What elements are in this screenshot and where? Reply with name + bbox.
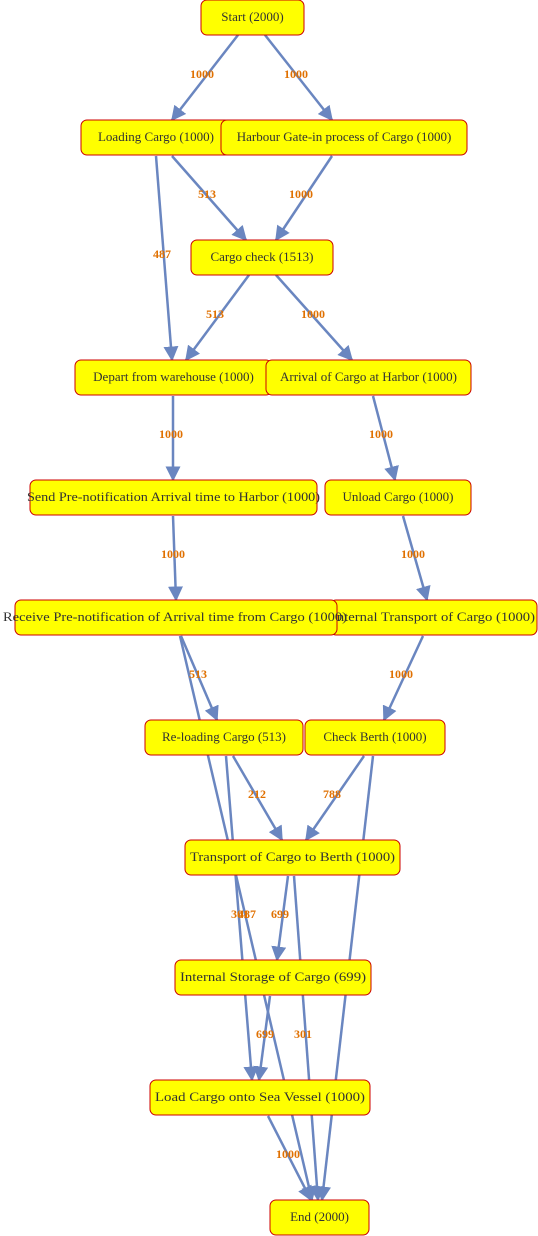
edge-label-storage-load: 699 bbox=[256, 1027, 274, 1041]
node-unload-cargo: Unload Cargo (1000) bbox=[324, 479, 472, 516]
edge-internal-berth bbox=[382, 635, 425, 722]
edge-reloading-transport bbox=[231, 755, 284, 842]
edge-transport-storage bbox=[271, 875, 290, 962]
node-load-vessel: Load Cargo onto Sea Vessel (1000) bbox=[149, 1079, 371, 1116]
node-send-prenotification: Send Pre-notification Arrival time to Ha… bbox=[27, 479, 320, 516]
node-loading-cargo: Loading Cargo (1000) bbox=[80, 119, 232, 156]
node-depart-warehouse: Depart from warehouse (1000) bbox=[74, 359, 273, 396]
edge-transport-end bbox=[292, 875, 325, 1202]
edge-label-berth-transport: 788 bbox=[323, 787, 341, 801]
node-harbour-gate: Harbour Gate-in process of Cargo (1000) bbox=[220, 119, 468, 156]
edge-unload-internal bbox=[401, 515, 431, 602]
edge-label-receive-reloading: 513 bbox=[189, 667, 207, 681]
edge-label-unload-internal: 1000 bbox=[401, 547, 425, 561]
node-internal-storage: Internal Storage of Cargo (699) bbox=[174, 959, 372, 996]
node-loading-cargo-label: Loading Cargo (1000) bbox=[98, 129, 214, 144]
node-check-berth: Check Berth (1000) bbox=[304, 719, 446, 756]
edge-check-depart bbox=[184, 274, 251, 362]
node-end-label: End (2000) bbox=[290, 1209, 349, 1224]
edge-harbour-check bbox=[274, 155, 334, 242]
node-transport-berth-label: Transport of Cargo to Berth (1000) bbox=[190, 849, 395, 864]
edge-load-end bbox=[266, 1115, 313, 1202]
node-send-prenotification-label: Send Pre-notification Arrival time to Ha… bbox=[27, 489, 320, 504]
edge-label-depart-send: 1000 bbox=[159, 427, 183, 441]
edge-start-loading bbox=[171, 34, 239, 122]
edge-berth-transport bbox=[304, 755, 366, 842]
node-unload-cargo-label: Unload Cargo (1000) bbox=[343, 489, 454, 504]
edge-label-transport-storage: 699 bbox=[271, 907, 289, 921]
node-internal-storage-label: Internal Storage of Cargo (699) bbox=[180, 969, 366, 984]
edge-label-arrival-unload: 1000 bbox=[369, 427, 393, 441]
edge-label-start-loading: 1000 bbox=[190, 67, 214, 81]
edge-loading-depart bbox=[154, 155, 179, 362]
node-harbour-gate-label: Harbour Gate-in process of Cargo (1000) bbox=[237, 129, 452, 144]
node-transport-berth: Transport of Cargo to Berth (1000) bbox=[184, 839, 401, 876]
edge-label-harbour-check: 1000 bbox=[289, 187, 313, 201]
node-check-berth-label: Check Berth (1000) bbox=[323, 729, 426, 744]
node-load-vessel-label: Load Cargo onto Sea Vessel (1000) bbox=[155, 1089, 365, 1104]
edge-label-receive-end: 487 bbox=[238, 907, 256, 921]
edge-reloading-load bbox=[224, 755, 259, 1082]
edge-send-receive bbox=[168, 515, 184, 602]
node-arrival-harbor-label: Arrival of Cargo at Harbor (1000) bbox=[280, 369, 457, 384]
node-reloading-cargo: Re-loading Cargo (513) bbox=[144, 719, 304, 756]
edge-receive-reloading bbox=[179, 635, 219, 722]
node-internal-transport: Internal Transport of Cargo (1000) bbox=[329, 599, 538, 636]
node-arrival-harbor: Arrival of Cargo at Harbor (1000) bbox=[265, 359, 472, 396]
edge-storage-load bbox=[253, 995, 272, 1082]
edge-label-check-depart: 513 bbox=[206, 307, 224, 321]
edge-label-load-end: 1000 bbox=[276, 1147, 300, 1161]
edge-check-arrival bbox=[275, 274, 353, 362]
node-reloading-cargo-label: Re-loading Cargo (513) bbox=[162, 729, 286, 744]
edge-label-send-receive: 1000 bbox=[161, 547, 185, 561]
node-cargo-check: Cargo check (1513) bbox=[190, 239, 334, 276]
edge-label-loading-check: 513 bbox=[198, 187, 216, 201]
edge-label-loading-depart: 487 bbox=[153, 247, 171, 261]
node-start: Start (2000) bbox=[200, 0, 305, 36]
node-internal-transport-label: Internal Transport of Cargo (1000) bbox=[332, 609, 535, 624]
edge-label-reloading-transport: 212 bbox=[248, 787, 266, 801]
node-depart-warehouse-label: Depart from warehouse (1000) bbox=[93, 369, 254, 384]
node-receive-prenotification: Receive Pre-notification of Arrival time… bbox=[3, 599, 347, 636]
node-cargo-check-label: Cargo check (1513) bbox=[210, 249, 313, 264]
edge-labels: 1000 1000 513 487 1000 513 1000 1000 100… bbox=[153, 67, 425, 1161]
edge-arrival-unload bbox=[371, 395, 399, 482]
edge-label-reloading-load: 301 bbox=[231, 907, 249, 921]
node-receive-prenotification-label: Receive Pre-notification of Arrival time… bbox=[3, 609, 347, 624]
edge-label-check-arrival: 1000 bbox=[301, 307, 325, 321]
edge-label-transport-end: 301 bbox=[294, 1027, 312, 1041]
node-end: End (2000) bbox=[269, 1199, 370, 1236]
edge-label-start-harbour: 1000 bbox=[284, 67, 308, 81]
edge-label-internal-berth: 1000 bbox=[389, 667, 413, 681]
edge-start-harbour bbox=[264, 34, 333, 122]
node-start-label: Start (2000) bbox=[221, 9, 283, 24]
edge-loading-check bbox=[171, 155, 247, 242]
